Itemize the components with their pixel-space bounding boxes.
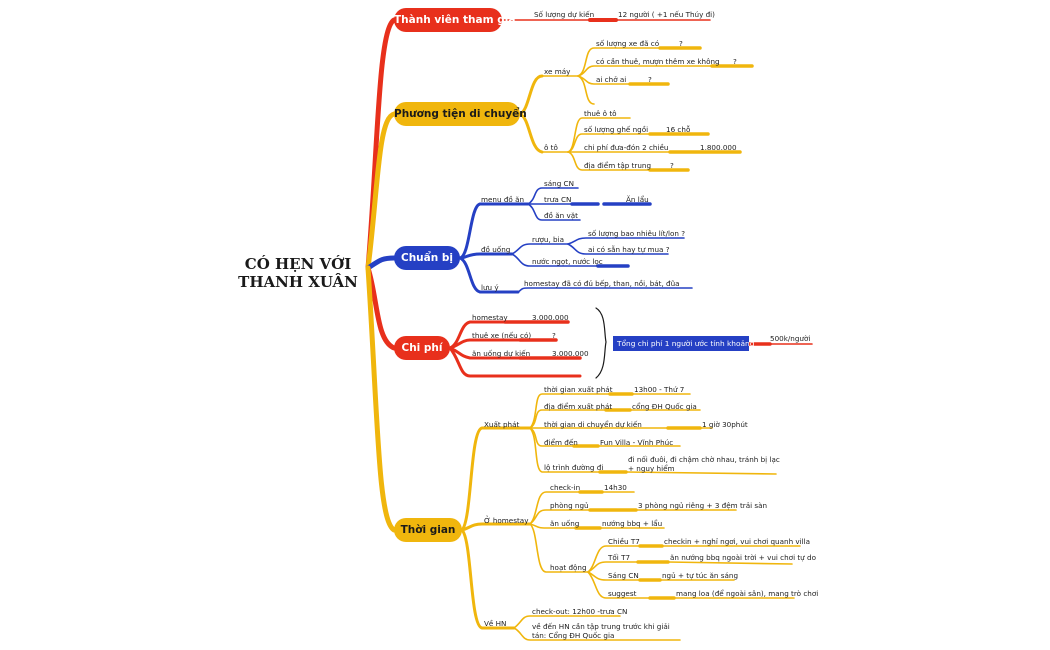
xe-may-item-value: ?: [648, 75, 652, 84]
xe-may-item-value: ?: [733, 57, 737, 66]
central-topic: CÓ HẸN VỚI THANH XUÂN: [228, 255, 368, 291]
menu-do-an-vat: đồ ăn vặt: [544, 211, 578, 220]
hoat-dong-item-label: Sáng CN: [608, 571, 639, 580]
chi-phi-item-value: 3.000.000: [552, 349, 589, 358]
homestay-label: Ở homestay: [484, 516, 529, 525]
xe-may-item-label: có cần thuê, mượn thêm xe không: [596, 57, 720, 66]
xuat-phat-item-label: điểm đến: [544, 438, 578, 447]
xuat-phat-item-value: đi nối đuôi, đi chậm chờ nhau, tránh bị …: [628, 455, 780, 473]
checkin-label: check-in: [550, 483, 581, 492]
ruou-item: số lượng bao nhiêu lít/lon ?: [588, 229, 686, 238]
chi-phi-item-value: 3.000.000: [532, 313, 569, 322]
menu-trua: trưa CN: [544, 195, 572, 204]
o-to-item-label: địa điểm tập trung: [584, 161, 652, 170]
o-to-label: ô tô: [544, 143, 558, 152]
an-uong-value: nướng bbq + lẩu: [602, 519, 663, 528]
xuat-phat-item-value: 13h00 - Thứ 7: [634, 385, 685, 394]
xe-may-item-label: ai chở ai: [596, 75, 627, 84]
chi-phi-item-value: ?: [552, 331, 556, 340]
branch-chi-phi[interactable]: Chi phí: [394, 336, 450, 360]
checkout-text: check-out: 12h00 -trưa CN: [532, 607, 628, 616]
o-to-item-value: ?: [670, 161, 674, 170]
o-to-item-label: thuê ô tô: [584, 109, 617, 118]
luu-y-label: lưu ý: [481, 283, 499, 292]
ve-hn-label: Về HN: [484, 619, 507, 628]
hoat-dong-item-value: ăn nướng bbq ngoài trời + vui chơi tự do: [670, 553, 816, 562]
o-to-item-value: 16 chỗ: [666, 125, 691, 134]
xuat-phat-item-label: lộ trình đường đi: [544, 463, 604, 472]
hoat-dong-item-value: ngủ + tự túc ăn sáng: [662, 571, 739, 580]
so-luong-value: 12 người ( +1 nếu Thúy đi): [618, 10, 715, 19]
xuat-phat-item-label: địa điểm xuất phát: [544, 402, 613, 411]
chi-phi-item-label: thuê xe (nếu có): [472, 331, 532, 340]
hoat-dong-item-label: Tối T7: [608, 553, 631, 562]
xe-may-label: xe máy: [544, 67, 571, 76]
menu-trua-value: Ăn lẩu: [626, 195, 649, 204]
nuoc-ngot: nước ngọt, nước lọc: [532, 257, 603, 266]
checkin-value: 14h30: [604, 483, 627, 492]
xuat-phat-item-value: 1 giờ 30phút: [702, 420, 748, 429]
o-to-item-value: 1.800.000: [700, 143, 737, 152]
so-luong-label: Số lượng dự kiến: [534, 10, 595, 19]
xe-may-item-label: số lượng xe đã có: [596, 39, 660, 48]
phong-ngu-label: phòng ngủ: [550, 501, 589, 510]
branch-chuan-bi[interactable]: Chuẩn bị: [394, 246, 460, 270]
do-uong-label: đồ uống: [481, 245, 511, 254]
luu-y-text: homestay đã có đủ bếp, than, nồi, bát, đ…: [524, 279, 680, 288]
central-topic-line-2: THANH XUÂN: [238, 273, 358, 291]
xe-may-item-value: ?: [679, 39, 683, 48]
hoat-dong-item-label: Chiều T7: [608, 537, 640, 546]
phong-ngu-value: 3 phòng ngủ riêng + 3 đệm trải sàn: [638, 501, 768, 510]
an-uong-label: ăn uống: [550, 519, 580, 528]
menu-sang: sáng CN: [544, 179, 574, 188]
ruou-item: ai có sẵn hay tự mua ?: [588, 245, 670, 254]
xuat-phat-label: Xuất phát: [484, 420, 520, 429]
o-to-item-label: chi phí đưa-đón 2 chiều: [584, 143, 669, 152]
xuat-phat-item-value: Fun Villa - Vĩnh Phúc: [600, 438, 674, 447]
xuat-phat-item-label: thời gian di chuyển dự kiến: [544, 420, 642, 429]
central-topic-line-1: CÓ HẸN VỚI: [244, 255, 352, 273]
xuat-phat-item-label: thời gian xuất phát: [544, 385, 613, 394]
chi-phi-item-label: homestay: [472, 313, 508, 322]
hoat-dong-item-value: mang loa (để ngoài sân), mang trò chơi: [676, 589, 819, 598]
tap-trung-text: về đến HN cần tập trung trước khi giải t…: [532, 622, 670, 640]
tong-chi-phi-value: 500k/người: [770, 334, 811, 343]
branch-thanh-vien[interactable]: Thành viên tham gia: [394, 8, 515, 32]
ruou-bia: rượu, bia: [532, 235, 564, 244]
menu-label: menu đồ ăn: [481, 195, 525, 204]
tong-chi-phi-summary[interactable]: Tổng chi phí 1 người ước tính khoảng: [613, 336, 754, 351]
xuat-phat-item-value: cổng ĐH Quốc gia: [632, 402, 697, 411]
branch-phuong-tien[interactable]: Phương tiện di chuyển: [394, 102, 527, 126]
o-to-item-label: số lượng ghế ngồi: [584, 125, 649, 134]
hoat-dong-label: hoạt động: [550, 563, 587, 572]
branch-thoi-gian[interactable]: Thời gian: [394, 518, 462, 542]
chi-phi-item-label: ăn uống dự kiến: [472, 349, 531, 358]
hoat-dong-item-value: checkin + nghỉ ngơi, vui chơi quanh vill…: [664, 537, 811, 546]
hoat-dong-item-label: suggest: [608, 589, 637, 598]
